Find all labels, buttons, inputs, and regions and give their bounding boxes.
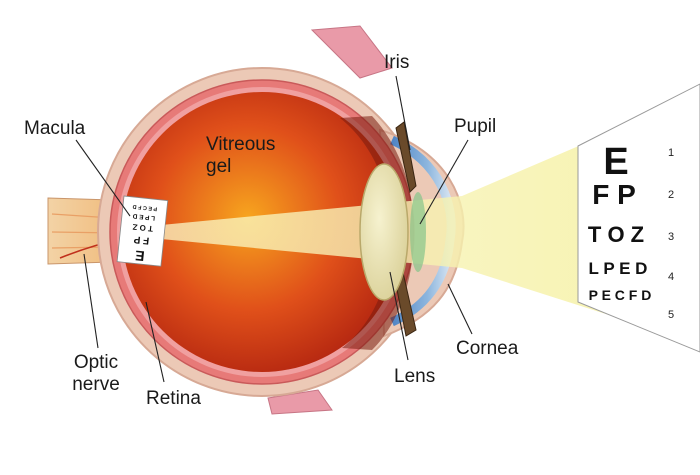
retinal-image-row-3: T O Z <box>132 222 153 233</box>
pupil <box>410 192 426 272</box>
optic-nerve-leader <box>83 253 99 349</box>
pupil-leader <box>419 139 469 225</box>
eye-chart-number-3: 3 <box>668 231 674 243</box>
eye-chart-row-4: L P E D <box>589 259 648 278</box>
macula-leader <box>75 139 131 217</box>
upper-eye-muscle <box>310 25 393 79</box>
lower-eye-muscle <box>267 389 333 415</box>
iris-leader <box>395 75 411 151</box>
label-cornea: Cornea <box>456 338 519 359</box>
retinal-image-card <box>116 195 169 267</box>
inverted-retinal-image: E F P T O Z L P E D P E C F D <box>116 195 169 267</box>
retinal-image-row-4: L P E D <box>132 212 155 221</box>
eye-chart: E F P T O Z L P E D P E C F D 1 2 3 4 5 <box>577 83 700 353</box>
label-macula: Macula <box>24 118 86 139</box>
eye-chart-number-1: 1 <box>668 147 674 159</box>
eye-chart-card <box>577 83 700 353</box>
retinal-image-row-5: P E C F D <box>132 203 157 212</box>
eye-chart-number-5: 5 <box>668 309 674 321</box>
eye-chart-row-2: F P <box>592 179 636 210</box>
eye-chart-row-3: T O Z <box>588 222 644 247</box>
eye-chart-number-4: 4 <box>668 271 674 283</box>
label-pupil: Pupil <box>454 116 497 137</box>
retina-leader <box>145 301 165 383</box>
retinal-image-row-1: E <box>134 248 145 265</box>
label-iris: Iris <box>384 52 410 73</box>
eye-chart-number-2: 2 <box>668 189 674 201</box>
label-optic: Optic <box>73 352 119 373</box>
label-retina: Retina <box>146 388 201 409</box>
label-nerve: nerve <box>72 374 120 395</box>
lens <box>359 163 409 301</box>
label-lens: Lens <box>394 366 436 387</box>
eye-chart-row-5: P E C F D <box>589 287 652 303</box>
label-vitreous-line2: gel <box>206 156 232 177</box>
leader-lines <box>75 75 473 383</box>
cornea-leader <box>447 283 473 335</box>
iris-upper <box>395 121 417 194</box>
retinal-image-row-2: F P <box>133 233 150 246</box>
eye-chart-row-1: E <box>603 141 628 183</box>
label-vitreous-line1: Vitreous <box>206 134 276 155</box>
lens-leader <box>389 271 409 361</box>
